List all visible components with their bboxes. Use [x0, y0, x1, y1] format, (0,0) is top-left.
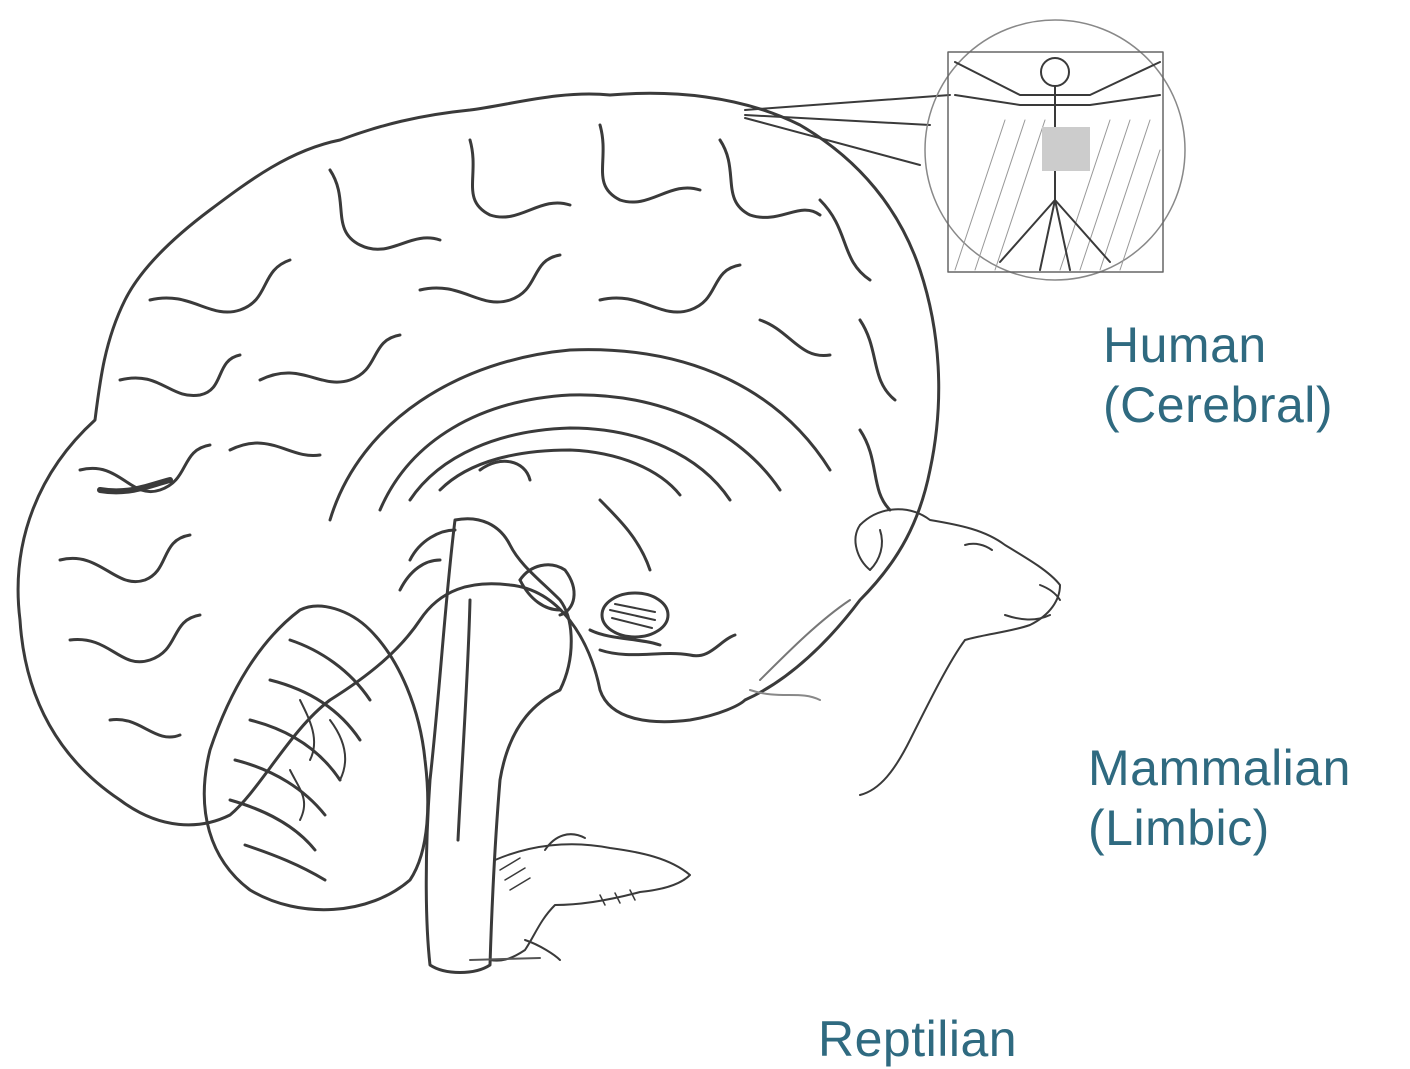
label-mammalian-line2: (Limbic): [1088, 798, 1351, 858]
brainstem: [400, 519, 571, 973]
label-reptilian: Reptilian: [818, 1009, 1017, 1069]
censor-box: [1042, 127, 1090, 171]
label-human-line2: (Cerebral): [1103, 375, 1333, 435]
label-human: Human (Cerebral): [1103, 315, 1333, 435]
crocodile-icon: [470, 834, 690, 960]
label-reptilian-line1: Reptilian: [818, 1009, 1017, 1069]
label-human-line1: Human: [1103, 315, 1333, 375]
vitruvian-man-icon: [745, 20, 1185, 280]
dog-head-icon: [750, 509, 1060, 795]
cerebrum: [18, 93, 939, 825]
label-mammalian-line1: Mammalian: [1088, 738, 1351, 798]
label-mammalian: Mammalian (Limbic): [1088, 738, 1351, 858]
